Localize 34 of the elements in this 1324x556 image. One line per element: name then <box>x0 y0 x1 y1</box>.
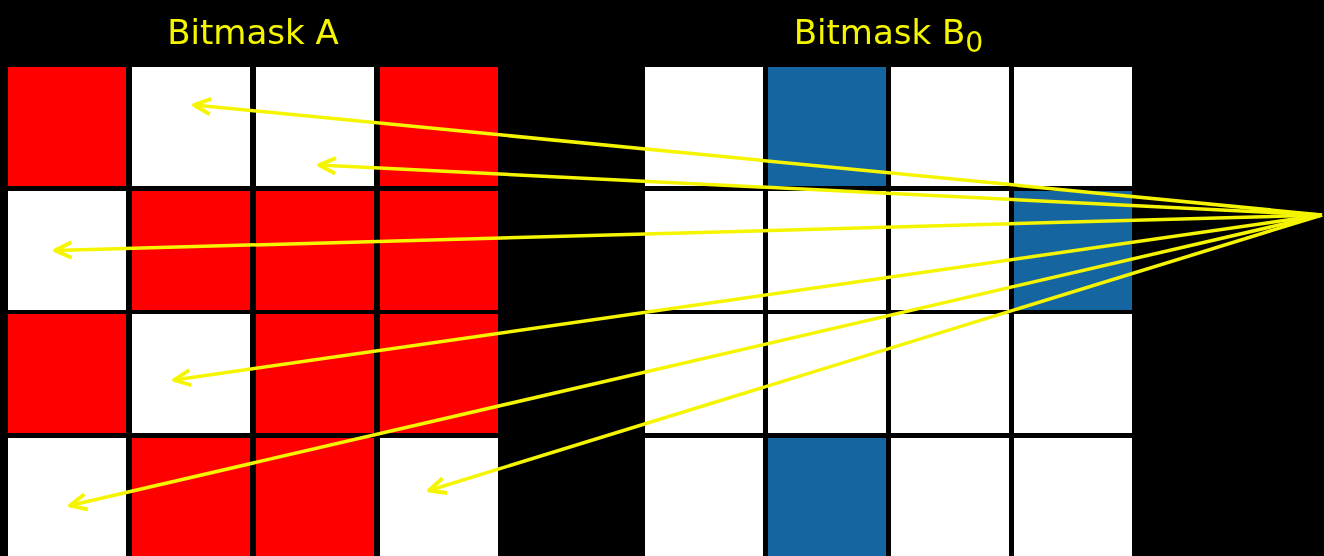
bit-cell <box>8 67 126 186</box>
bit-cell <box>8 437 126 556</box>
bit-cell <box>380 437 498 556</box>
bit-cell <box>645 437 763 556</box>
bit-cell <box>256 190 374 310</box>
bit-cell <box>256 437 374 556</box>
arrow <box>427 213 1323 495</box>
bit-cell <box>891 67 1009 186</box>
bit-cell <box>768 190 886 310</box>
bit-cell <box>645 190 763 310</box>
bit-cell <box>132 67 250 186</box>
grid-title: Bitmask B$_{0}$ <box>792 11 985 61</box>
bit-cell <box>8 314 126 433</box>
bit-cell <box>256 67 374 186</box>
bit-cell <box>132 437 250 556</box>
bit-cell <box>1014 437 1132 556</box>
bit-cell <box>380 314 498 433</box>
bit-cell <box>132 314 250 433</box>
bit-cell <box>768 437 886 556</box>
bit-cell <box>8 190 126 310</box>
bit-cell <box>132 190 250 310</box>
bit-cell <box>1014 67 1132 186</box>
bit-cell <box>891 314 1009 433</box>
arrow <box>172 213 1323 388</box>
bit-cell <box>380 190 498 310</box>
bit-cell <box>380 67 498 186</box>
bit-cell <box>645 67 763 186</box>
bit-cell <box>768 314 886 433</box>
bit-cell <box>645 314 763 433</box>
bit-cell <box>768 67 886 186</box>
bit-cell <box>256 314 374 433</box>
grid-title: Bitmask A <box>166 11 340 54</box>
bit-cell <box>1014 314 1132 433</box>
bit-cell <box>891 437 1009 556</box>
